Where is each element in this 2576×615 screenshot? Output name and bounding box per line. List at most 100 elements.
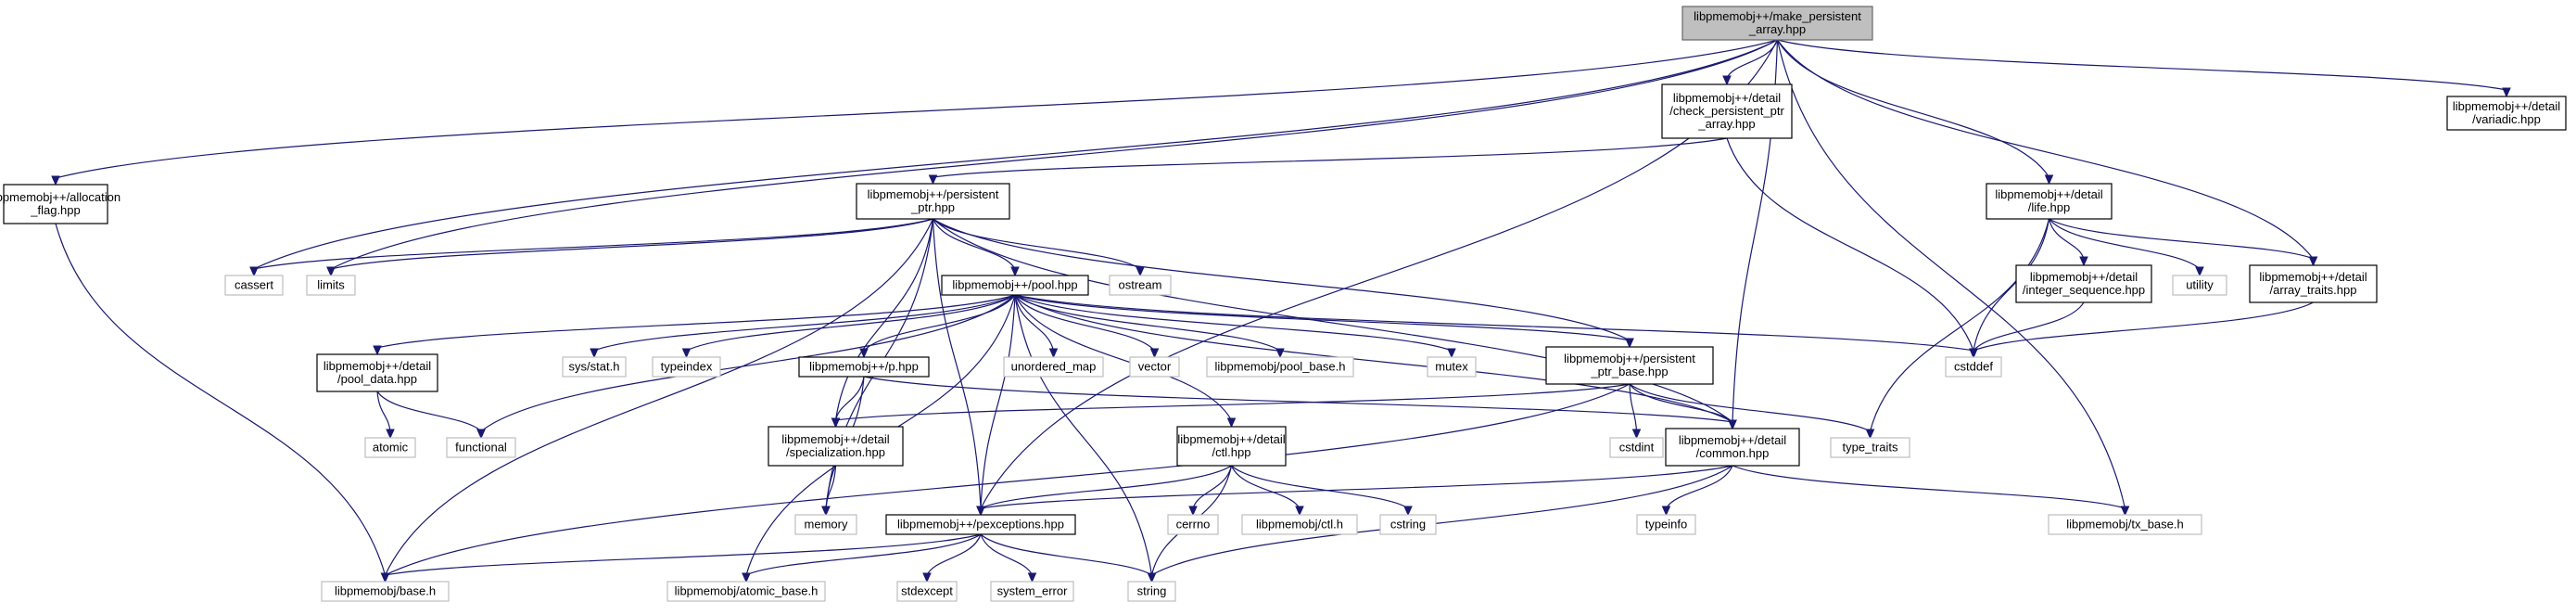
edge-ptr_base-to-base_h [380,383,1631,583]
node-box [306,275,356,296]
node-functional[interactable]: functional [446,437,516,458]
node-mutex[interactable]: mutex [1427,356,1477,378]
node-box [1665,428,1800,467]
edge-integer_seq-to-cstddef [1969,301,2085,359]
edge-persistent_ptr-to-pexceptions [932,218,985,517]
node-box [224,275,284,296]
node-cstdint[interactable]: cstdint [1609,437,1664,458]
node-string[interactable]: string [1127,581,1176,602]
node-variadic[interactable]: libpmemobj++/detail/variadic.hpp [2446,96,2567,131]
node-common[interactable]: libpmemobj++/detail/common.hpp [1665,428,1800,467]
node-cstring[interactable]: cstring [1379,514,1437,535]
edge-pool-to-ptr_base [1014,294,1634,349]
node-box [1241,514,1358,535]
node-label: _ptr.hpp [910,200,955,214]
node-tx_base[interactable]: libpmemobj/tx_base.h [2048,514,2202,535]
node-ostream[interactable]: ostream [1109,275,1172,296]
node-limits[interactable]: limits [306,275,356,296]
node-integer_seq[interactable]: libpmemobj++/detail/integer_sequence.hpp [2015,264,2152,303]
node-root[interactable]: libpmemobj++/make_persistent_array.hpp [1681,6,1873,41]
edge-persistent_ptr-to-specialization [831,218,934,429]
node-label: typeindex [661,360,713,374]
node-cstddef[interactable]: cstddef [1945,356,2002,378]
node-box [768,426,904,467]
node-cerrno[interactable]: cerrno [1167,514,1219,535]
node-box [1681,6,1873,41]
node-box [2249,264,2378,303]
node-specialization[interactable]: libpmemobj++/detail/specialization.hpp [768,426,904,467]
node-life[interactable]: libpmemobj++/detail/life.hpp [1986,183,2113,220]
node-ptr_base[interactable]: libpmemobj++/persistent_ptr_base.hpp [1545,346,1714,385]
node-pool[interactable]: libpmemobj++/pool.hpp [941,275,1089,296]
node-label: cstddef [1954,360,1993,374]
node-label: libpmemobj/base.h [335,584,436,598]
node-label: libpmemobj++/pool.hpp [952,278,1077,292]
edge-persistent_ptr-to-ostream [933,218,1145,277]
node-label: cstring [1390,518,1426,532]
edge-life-to-utility [2049,218,2204,277]
node-check_ptr[interactable]: libpmemobj++/detail/check_persistent_ptr… [1661,83,1793,139]
node-label: libpmemobj++/make_persistent [1694,9,1861,23]
edges-layer [51,39,2511,583]
node-label: cassert [235,278,273,292]
edge-life-to-array_traits [2049,218,2318,267]
node-stdexcept[interactable]: stdexcept [896,581,958,602]
node-sys_stat[interactable]: sys/stat.h [562,356,627,378]
node-box [1379,514,1437,535]
node-persistent_ptr[interactable]: libpmemobj++/persistent_ptr.hpp [856,183,1010,220]
edge-life-to-integer_seq [2048,218,2088,267]
edge-life-to-type_traits [1865,218,2050,440]
node-label: utility [2186,278,2214,292]
node-atomic_base[interactable]: libpmemobj/atomic_base.h [666,581,826,602]
node-atomic[interactable]: atomic [364,437,416,458]
node-box [794,514,857,535]
node-ctl[interactable]: libpmemobj++/detail/ctl.hpp [1176,426,1287,467]
node-box [1830,437,1910,458]
node-label: functional [455,441,507,455]
node-pexceptions[interactable]: libpmemobj++/pexceptions.hpp [885,514,1076,535]
node-label: typeinfo [1645,518,1688,532]
node-label: sys/stat.h [569,360,620,374]
node-pool_data[interactable]: libpmemobj++/detail/pool_data.hpp [316,353,438,392]
node-label: cerrno [1176,518,1211,532]
node-label: libpmemobj++/persistent [1564,352,1695,365]
edge-ctl-to-ctl_h [1230,465,1304,517]
node-label: libpmemobj++/detail [1673,91,1781,105]
node-p_hpp[interactable]: libpmemobj++/p.hpp [798,356,930,378]
node-system_error[interactable]: system_error [990,581,1074,602]
edge-ctl-to-cerrno [1188,465,1233,517]
node-typeinfo[interactable]: typeinfo [1636,514,1696,535]
node-label: libpmemobj++/pexceptions.hpp [897,518,1064,532]
node-label: _array.hpp [1748,22,1806,36]
node-pool_base_h[interactable]: libpmemobj/pool_base.h [1206,356,1354,378]
node-array_traits[interactable]: libpmemobj++/detail/array_traits.hpp [2249,264,2378,303]
node-cassert[interactable]: cassert [224,275,284,296]
edge-pool_data-to-atomic [376,391,395,440]
edge-check_ptr-to-persistent_ptr [928,137,1728,186]
node-label: memory [805,518,848,532]
edge-pexceptions-to-base_h [380,533,982,583]
edge-ptr_base-to-type_traits [1629,383,1875,440]
node-label: libpmemobj/pool_base.h [1215,360,1346,374]
node-base_h[interactable]: libpmemobj/base.h [321,581,450,602]
node-box [1427,356,1477,378]
edge-pool_data-to-functional [376,391,486,440]
node-memory[interactable]: memory [794,514,857,535]
node-type_traits[interactable]: type_traits [1830,437,1910,458]
edge-common-to-pexceptions [976,465,1733,517]
edge-common-to-tx_base [1732,465,2130,517]
node-utility[interactable]: utility [2172,275,2227,296]
node-box [316,353,438,392]
edge-root-to-life [1776,39,2054,186]
node-ctl_h[interactable]: libpmemobj/ctl.h [1241,514,1358,535]
node-box [2446,96,2567,131]
edge-pexceptions-to-system_error [980,533,1037,583]
node-vector[interactable]: vector [1129,356,1180,378]
node-alloc_flag[interactable]: libpmemobj++/allocation_flag.hpp [0,184,121,224]
edge-pool-to-pool_data [373,294,1016,356]
node-label: libpmemobj++/allocation [0,190,121,204]
node-unordered_map[interactable]: unordered_map [1003,356,1104,378]
node-label: limits [317,278,345,292]
node-typeindex[interactable]: typeindex [652,356,721,378]
node-label: /array_traits.hpp [2270,283,2357,297]
